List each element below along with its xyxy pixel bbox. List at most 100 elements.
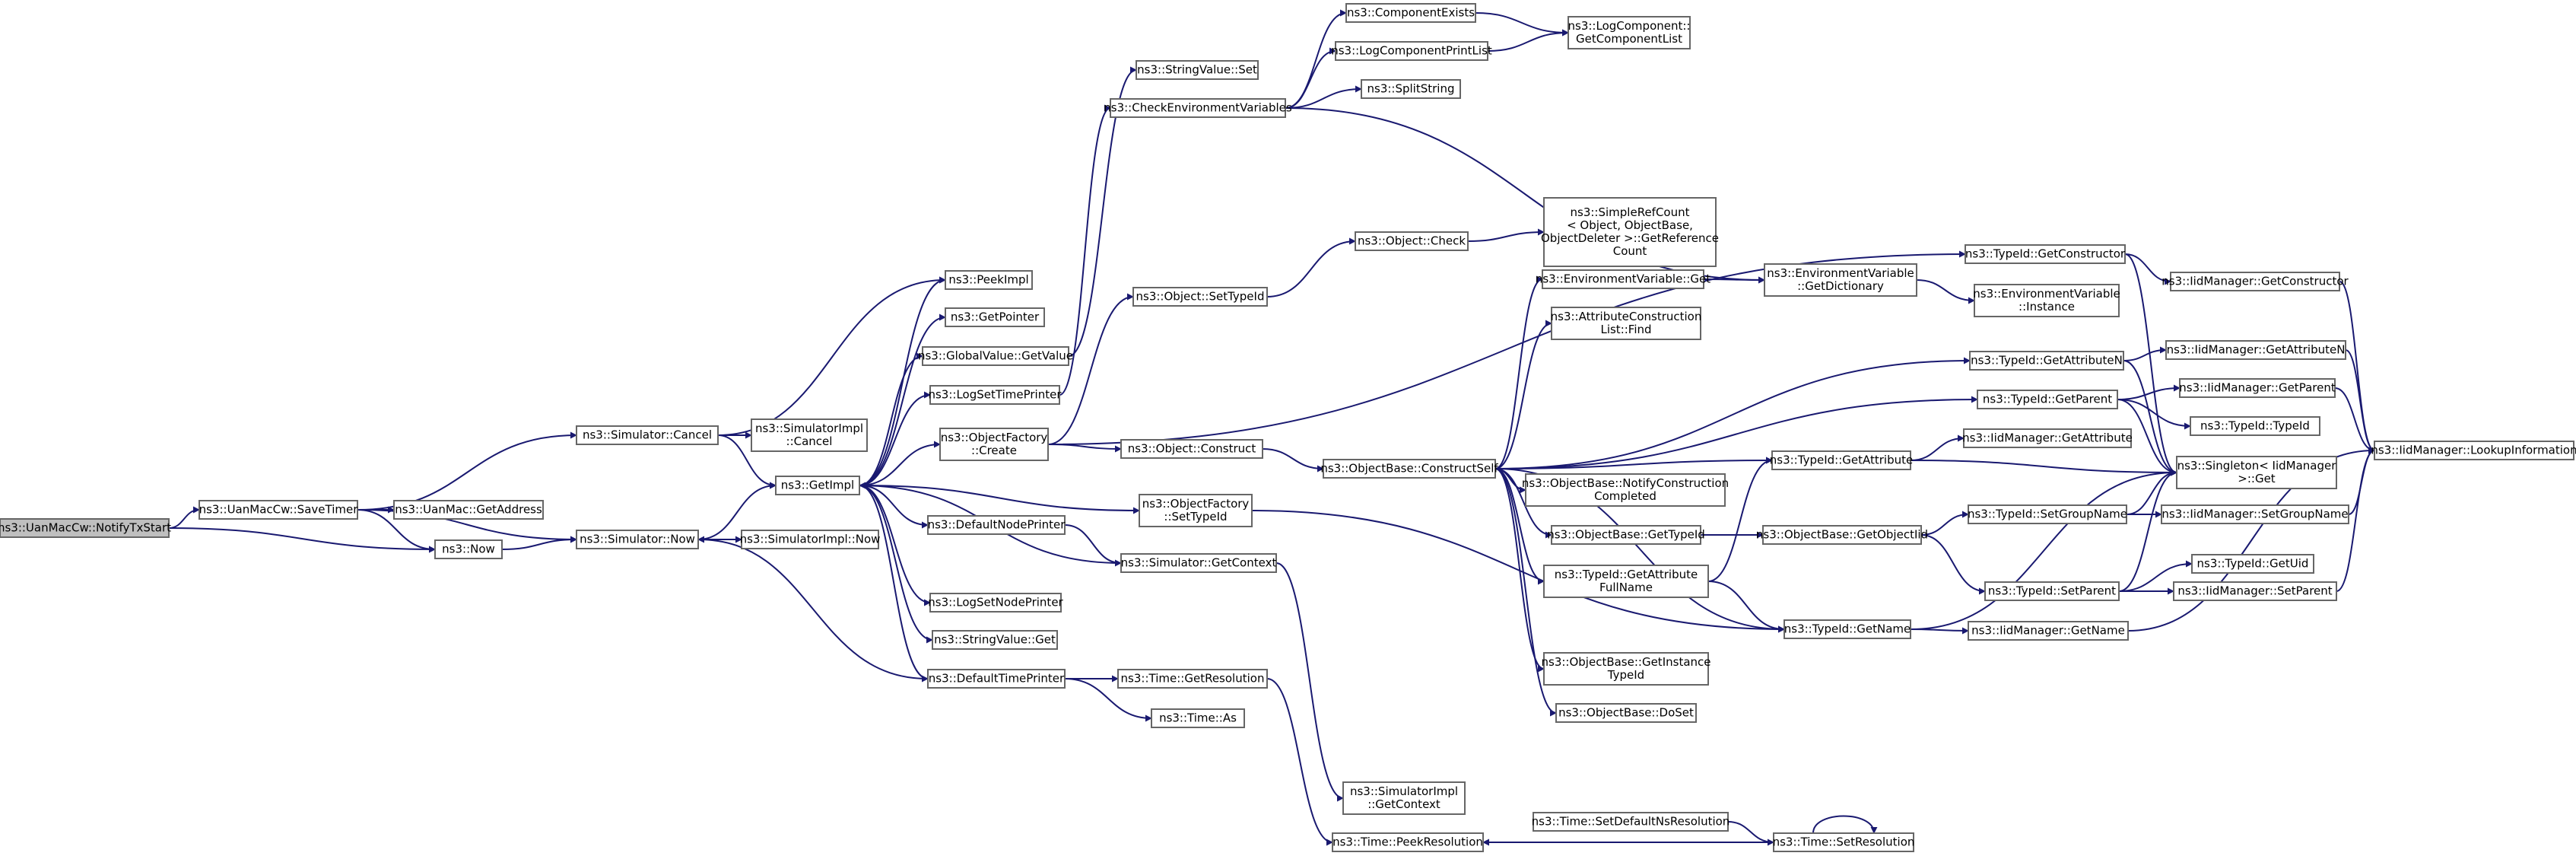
node-box bbox=[576, 425, 719, 445]
node-box bbox=[434, 539, 503, 559]
node-simNow[interactable]: ns3::Simulator::Now bbox=[576, 530, 699, 549]
node-getComponentList[interactable]: ns3::LogComponent::GetComponentList bbox=[1568, 16, 1691, 49]
node-splitString[interactable]: ns3::SplitString bbox=[1361, 79, 1461, 99]
node-label: ns3::UanMacCw::SaveTimer bbox=[199, 503, 359, 517]
node-iidGetAttribute[interactable]: ns3::IidManager::GetAttribute bbox=[1962, 428, 2133, 448]
edge-tidGetAttribute-iidGetAttribute bbox=[1910, 434, 1965, 461]
node-svGet[interactable]: ns3::StringValue::Get bbox=[932, 630, 1058, 650]
node-constructSelf[interactable]: ns3::ObjectBase::ConstructSelf bbox=[1320, 459, 1498, 479]
node-getPointer[interactable]: ns3::GetPointer bbox=[945, 307, 1045, 327]
node-tidSetGroupName[interactable]: ns3::TypeId::SetGroupName bbox=[1968, 504, 2127, 524]
edge-tidGetConstructor-singletonGet bbox=[2124, 253, 2177, 476]
node-envVarInstance[interactable]: ns3::EnvironmentVariable::Instance bbox=[1973, 284, 2120, 317]
node-componentExists[interactable]: ns3::ComponentExists bbox=[1345, 3, 1476, 23]
nodes: ns3::UanMacCw::NotifyTxStartns3::UanMacC… bbox=[0, 3, 2576, 852]
node-box bbox=[0, 518, 170, 538]
node-getImpl[interactable]: ns3::GetImpl bbox=[775, 476, 860, 495]
node-iidGetConstructor[interactable]: ns3::IidManager::GetConstructor bbox=[2161, 272, 2349, 291]
edge-getImpl-logSetTimePrinter bbox=[859, 391, 931, 486]
node-label: ns3::IidManager::SetGroupName bbox=[2161, 508, 2348, 521]
node-checkEnv[interactable]: ns3::CheckEnvironmentVariables bbox=[1104, 98, 1292, 118]
node-label: ns3::Singleton< IidManager bbox=[2177, 459, 2337, 473]
node-logCompPrintList[interactable]: ns3::LogComponentPrintList bbox=[1331, 41, 1492, 61]
node-tidGetParent[interactable]: ns3::TypeId::GetParent bbox=[1977, 390, 2118, 409]
node-ofSetTypeId[interactable]: ns3::ObjectFactory::SetTypeId bbox=[1139, 494, 1253, 527]
edge-componentExists-getComponentList bbox=[1475, 12, 1569, 37]
node-envVarGetDict[interactable]: ns3::EnvironmentVariable::GetDictionary bbox=[1764, 263, 1917, 297]
node-tidSetParent[interactable]: ns3::TypeId::SetParent bbox=[1984, 581, 2120, 601]
edge-obGetObjectIid-tidSetParent bbox=[1920, 534, 1986, 595]
node-tidGetUid[interactable]: ns3::TypeId::GetUid bbox=[2191, 554, 2314, 574]
node-svSet[interactable]: ns3::StringValue::Set bbox=[1136, 60, 1259, 80]
node-iidGetName[interactable]: ns3::IidManager::GetName bbox=[1968, 621, 2129, 641]
node-label: ns3::TypeId::GetName bbox=[1784, 622, 1911, 636]
node-tidGetName[interactable]: ns3::TypeId::GetName bbox=[1784, 619, 1911, 639]
node-iidGetAttributeN[interactable]: ns3::IidManager::GetAttributeN bbox=[2165, 340, 2346, 360]
node-label: ns3::DefaultTimePrinter bbox=[929, 672, 1065, 686]
node-tidGetAttribute[interactable]: ns3::TypeId::GetAttribute bbox=[1770, 450, 1913, 470]
node-box bbox=[927, 515, 1066, 535]
node-timePeekResolution[interactable]: ns3::Time::PeekResolution bbox=[1332, 832, 1484, 852]
node-now[interactable]: ns3::Now bbox=[434, 539, 503, 559]
node-label: ns3::Simulator::Cancel bbox=[583, 428, 712, 442]
node-label: ns3::ObjectFactory bbox=[941, 431, 1048, 444]
node-simImplGetContext[interactable]: ns3::SimulatorImpl::GetContext bbox=[1342, 781, 1466, 815]
node-box bbox=[1974, 284, 2120, 317]
node-obGetTypeId[interactable]: ns3::ObjectBase::GetTypeId bbox=[1547, 525, 1705, 545]
node-simGetContext[interactable]: ns3::Simulator::GetContext bbox=[1120, 553, 1277, 573]
edge-objSetTypeId-objCheck bbox=[1266, 237, 1356, 298]
node-notifyConstructionCompleted[interactable]: ns3::ObjectBase::NotifyConstructionCompl… bbox=[1522, 473, 1729, 507]
edge-tidGetParent-iidGetParent bbox=[2117, 384, 2181, 400]
node-box bbox=[1762, 525, 1922, 545]
node-box bbox=[1120, 439, 1263, 459]
node-label: ::GetDictionary bbox=[1797, 279, 1884, 293]
node-obDoSet[interactable]: ns3::ObjectBase::DoSet bbox=[1555, 703, 1697, 723]
node-iidGetParent[interactable]: ns3::IidManager::GetParent bbox=[2179, 378, 2336, 398]
edge-constructSelf-tidGetAttributeN bbox=[1494, 357, 1971, 469]
edge-tidGetAttribute-singletonGet bbox=[1910, 460, 2177, 476]
node-objSetTypeId[interactable]: ns3::Object::SetTypeId bbox=[1132, 287, 1268, 307]
node-logSetTimePrinter[interactable]: ns3::LogSetTimePrinter bbox=[928, 385, 1062, 405]
node-tidTypeId[interactable]: ns3::TypeId::TypeId bbox=[2190, 416, 2320, 436]
node-tidGetAttributeN[interactable]: ns3::TypeId::GetAttributeN bbox=[1969, 351, 2124, 371]
edge-getImpl-logSetNodePrinter bbox=[859, 485, 931, 606]
node-envVarGet[interactable]: ns3::EnvironmentVariable::Get bbox=[1536, 269, 1710, 289]
node-defaultTimePrinter[interactable]: ns3::DefaultTimePrinter bbox=[927, 669, 1066, 689]
node-box bbox=[2190, 416, 2320, 436]
node-simImplCancel[interactable]: ns3::SimulatorImpl::Cancel bbox=[751, 418, 868, 452]
node-saveTimer[interactable]: ns3::UanMacCw::SaveTimer bbox=[199, 500, 359, 520]
node-label: Count bbox=[1613, 244, 1647, 258]
edge-simCancel-getImpl bbox=[717, 434, 777, 489]
node-objCheck[interactable]: ns3::Object::Check bbox=[1355, 231, 1469, 251]
edge-tidGetAttributeN-iidGetAttributeN bbox=[2123, 346, 2167, 361]
node-timeSetResolution[interactable]: ns3::Time::SetResolution bbox=[1773, 832, 1915, 852]
node-peekImpl[interactable]: ns3::PeekImpl bbox=[945, 270, 1033, 290]
node-iidSetParent[interactable]: ns3::IidManager::SetParent bbox=[2173, 581, 2337, 601]
node-logSetNodePrinter[interactable]: ns3::LogSetNodePrinter bbox=[928, 593, 1064, 613]
node-simpleRefCount[interactable]: ns3::SimpleRefCount< Object, ObjectBase,… bbox=[1541, 197, 1719, 267]
node-timeSetDefaultNs[interactable]: ns3::Time::SetDefaultNsResolution bbox=[1532, 812, 1730, 832]
node-getAddress[interactable]: ns3::UanMac::GetAddress bbox=[393, 500, 544, 520]
node-gvGetValue[interactable]: ns3::GlobalValue::GetValue bbox=[918, 346, 1073, 366]
node-obGetObjectIid[interactable]: ns3::ObjectBase::GetObjectIid bbox=[1756, 525, 1928, 545]
node-box bbox=[932, 630, 1058, 650]
node-simImplNow[interactable]: ns3::SimulatorImpl::Now bbox=[740, 530, 881, 549]
node-timeAs[interactable]: ns3::Time::As bbox=[1151, 708, 1245, 728]
node-singletonGet[interactable]: ns3::Singleton< IidManager>::Get bbox=[2176, 456, 2337, 489]
node-tidGetConstructor[interactable]: ns3::TypeId::GetConstructor bbox=[1965, 244, 2126, 264]
edge-saveTimer-simCancel bbox=[357, 431, 577, 511]
node-iidLookupInformation[interactable]: ns3::IidManager::LookupInformation bbox=[2371, 441, 2576, 460]
node-iidSetGroupName[interactable]: ns3::IidManager::SetGroupName bbox=[2161, 504, 2349, 524]
node-label: ns3::CheckEnvironmentVariables bbox=[1104, 101, 1292, 115]
node-defaultNodePrinter[interactable]: ns3::DefaultNodePrinter bbox=[927, 515, 1066, 535]
node-box bbox=[1551, 307, 1701, 340]
node-box bbox=[1355, 231, 1469, 251]
node-timeGetResolution[interactable]: ns3::Time::GetResolution bbox=[1117, 669, 1268, 689]
node-simCancel[interactable]: ns3::Simulator::Cancel bbox=[576, 425, 719, 445]
node-objConstruct[interactable]: ns3::Object::Construct bbox=[1120, 439, 1263, 459]
edge-ofCreate-objSetTypeId bbox=[1047, 293, 1134, 445]
node-ofCreate[interactable]: ns3::ObjectFactory::Create bbox=[939, 428, 1049, 461]
